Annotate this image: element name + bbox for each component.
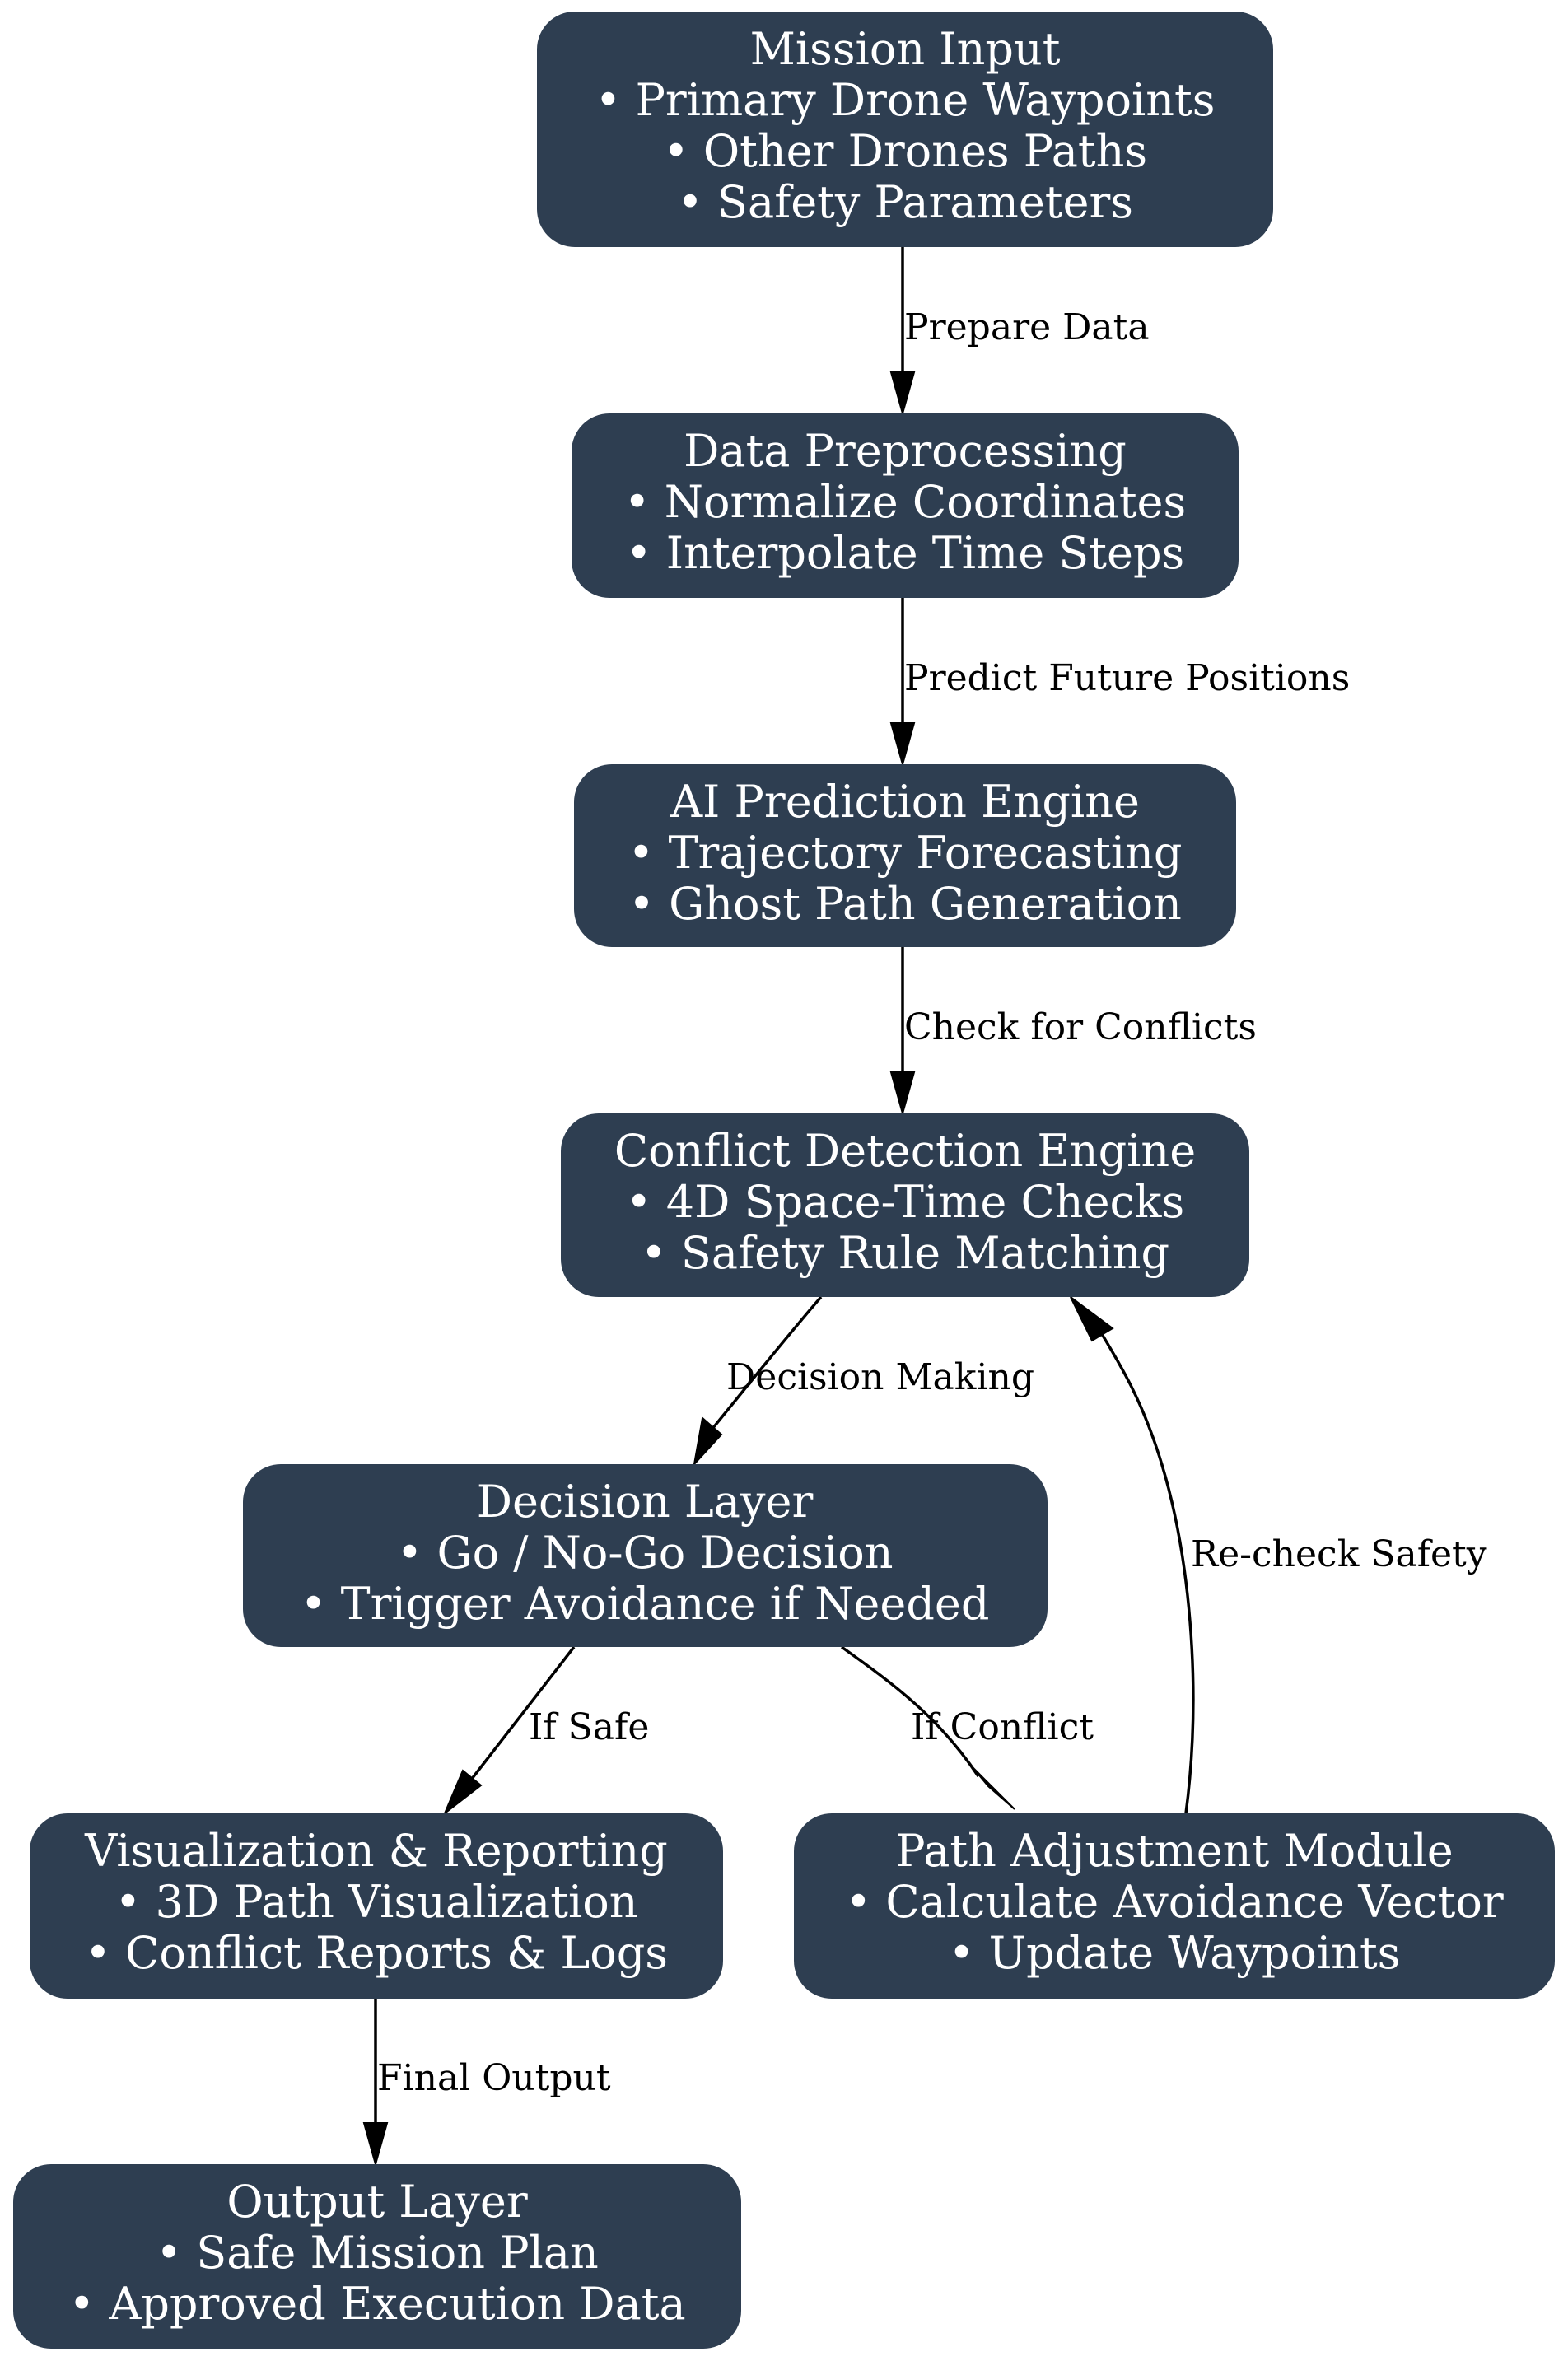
node-data-preprocessing: Data Preprocessing • Normalize Coordinat… bbox=[572, 413, 1239, 598]
edge-label-final-output: Final Output bbox=[377, 2057, 611, 2099]
node-title: Path Adjustment Module bbox=[895, 1825, 1453, 1877]
node-path-adjustment-module: Path Adjustment Module • Calculate Avoid… bbox=[794, 1813, 1555, 1999]
node-title: Decision Layer bbox=[477, 1476, 814, 1528]
edge-label-check-for-conflicts: Check for Conflicts bbox=[904, 1006, 1257, 1048]
node-item: • Safe Mission Plan bbox=[156, 2227, 599, 2279]
edge-line bbox=[470, 1645, 576, 1780]
node-output-layer: Output Layer • Safe Mission Plan • Appro… bbox=[13, 2164, 741, 2349]
node-item: • Other Drones Paths bbox=[663, 125, 1147, 177]
node-title: Visualization & Reporting bbox=[84, 1825, 668, 1877]
node-item: • Ghost Path Generation bbox=[628, 878, 1182, 930]
node-title: Conflict Detection Engine bbox=[614, 1125, 1196, 1177]
edges: Prepare Data Predict Future Positions Ch… bbox=[362, 247, 1487, 2167]
node-item: • Normalize Coordinates bbox=[624, 476, 1186, 528]
node-box bbox=[30, 1813, 723, 1999]
node-box bbox=[537, 12, 1273, 247]
node-title: Output Layer bbox=[226, 2176, 527, 2228]
edge-label-if-conflict: If Conflict bbox=[911, 1706, 1094, 1748]
edge-line bbox=[711, 1295, 823, 1430]
node-item: • Approved Execution Data bbox=[68, 2278, 685, 2330]
edge-mission-to-preprocessing: Prepare Data bbox=[889, 247, 1150, 417]
node-title: Mission Input bbox=[750, 23, 1061, 75]
arrow-head bbox=[693, 1416, 723, 1467]
edge-prediction-to-conflict: Check for Conflicts bbox=[889, 947, 1257, 1117]
arrow-head bbox=[1070, 1296, 1114, 1342]
node-item: • Primary Drone Waypoints bbox=[595, 74, 1216, 126]
edge-label-if-safe: If Safe bbox=[529, 1706, 649, 1748]
node-box bbox=[572, 413, 1239, 598]
node-box bbox=[13, 2164, 741, 2349]
node-item: • 4D Space-Time Checks bbox=[626, 1176, 1184, 1228]
edge-adjustment-to-conflict: Re-check Safety bbox=[1070, 1296, 1487, 1814]
edge-visualization-to-output: Final Output bbox=[362, 1999, 611, 2167]
arrow-head bbox=[889, 722, 916, 768]
node-box bbox=[574, 764, 1236, 947]
arrow-head bbox=[362, 2122, 389, 2167]
node-item: • Conflict Reports & Logs bbox=[85, 1927, 668, 1979]
node-item: • Interpolate Time Steps bbox=[626, 527, 1185, 579]
edge-label-prepare-data: Prepare Data bbox=[904, 306, 1150, 348]
edge-label-predict-future-positions: Predict Future Positions bbox=[904, 657, 1350, 699]
node-item: • Safety Rule Matching bbox=[641, 1227, 1169, 1279]
node-box bbox=[794, 1813, 1555, 1999]
node-item: • Trajectory Forecasting bbox=[628, 827, 1183, 879]
node-box bbox=[243, 1464, 1048, 1647]
edge-decision-to-visualization: If Safe bbox=[442, 1645, 649, 1817]
edge-label-re-check-safety: Re-check Safety bbox=[1191, 1533, 1487, 1575]
node-item: • Safety Parameters bbox=[677, 176, 1133, 228]
node-conflict-detection-engine: Conflict Detection Engine • 4D Space-Tim… bbox=[561, 1113, 1249, 1297]
node-mission-input: Mission Input • Primary Drone Waypoints … bbox=[537, 12, 1273, 247]
edge-line bbox=[1100, 1333, 1195, 1814]
node-item: • Calculate Avoidance Vector bbox=[845, 1876, 1504, 1928]
arrow-head bbox=[889, 371, 916, 417]
edge-decision-to-adjustment: If Conflict bbox=[840, 1645, 1094, 1810]
node-decision-layer: Decision Layer • Go / No-Go Decision • T… bbox=[243, 1464, 1048, 1647]
node-visualization-reporting: Visualization & Reporting • 3D Path Visu… bbox=[30, 1813, 723, 1999]
node-item: • Trigger Avoidance if Needed bbox=[301, 1578, 990, 1630]
edge-preprocessing-to-prediction: Predict Future Positions bbox=[889, 598, 1350, 768]
node-item: • Go / No-Go Decision bbox=[396, 1527, 893, 1579]
node-item: • Update Waypoints bbox=[949, 1927, 1401, 1979]
nodes: Mission Input • Primary Drone Waypoints … bbox=[13, 12, 1555, 2349]
arrow-head bbox=[971, 1766, 1015, 1810]
node-item: • 3D Path Visualization bbox=[114, 1876, 637, 1928]
node-title: AI Prediction Engine bbox=[670, 776, 1140, 828]
edge-label-decision-making: Decision Making bbox=[726, 1356, 1034, 1398]
node-title: Data Preprocessing bbox=[684, 425, 1127, 477]
node-box bbox=[561, 1113, 1249, 1297]
edge-conflict-to-decision: Decision Making bbox=[693, 1295, 1034, 1467]
arrow-head bbox=[889, 1071, 916, 1117]
node-ai-prediction-engine: AI Prediction Engine • Trajectory Foreca… bbox=[574, 764, 1236, 947]
edge-line bbox=[840, 1645, 980, 1777]
arrow-head bbox=[442, 1769, 483, 1817]
